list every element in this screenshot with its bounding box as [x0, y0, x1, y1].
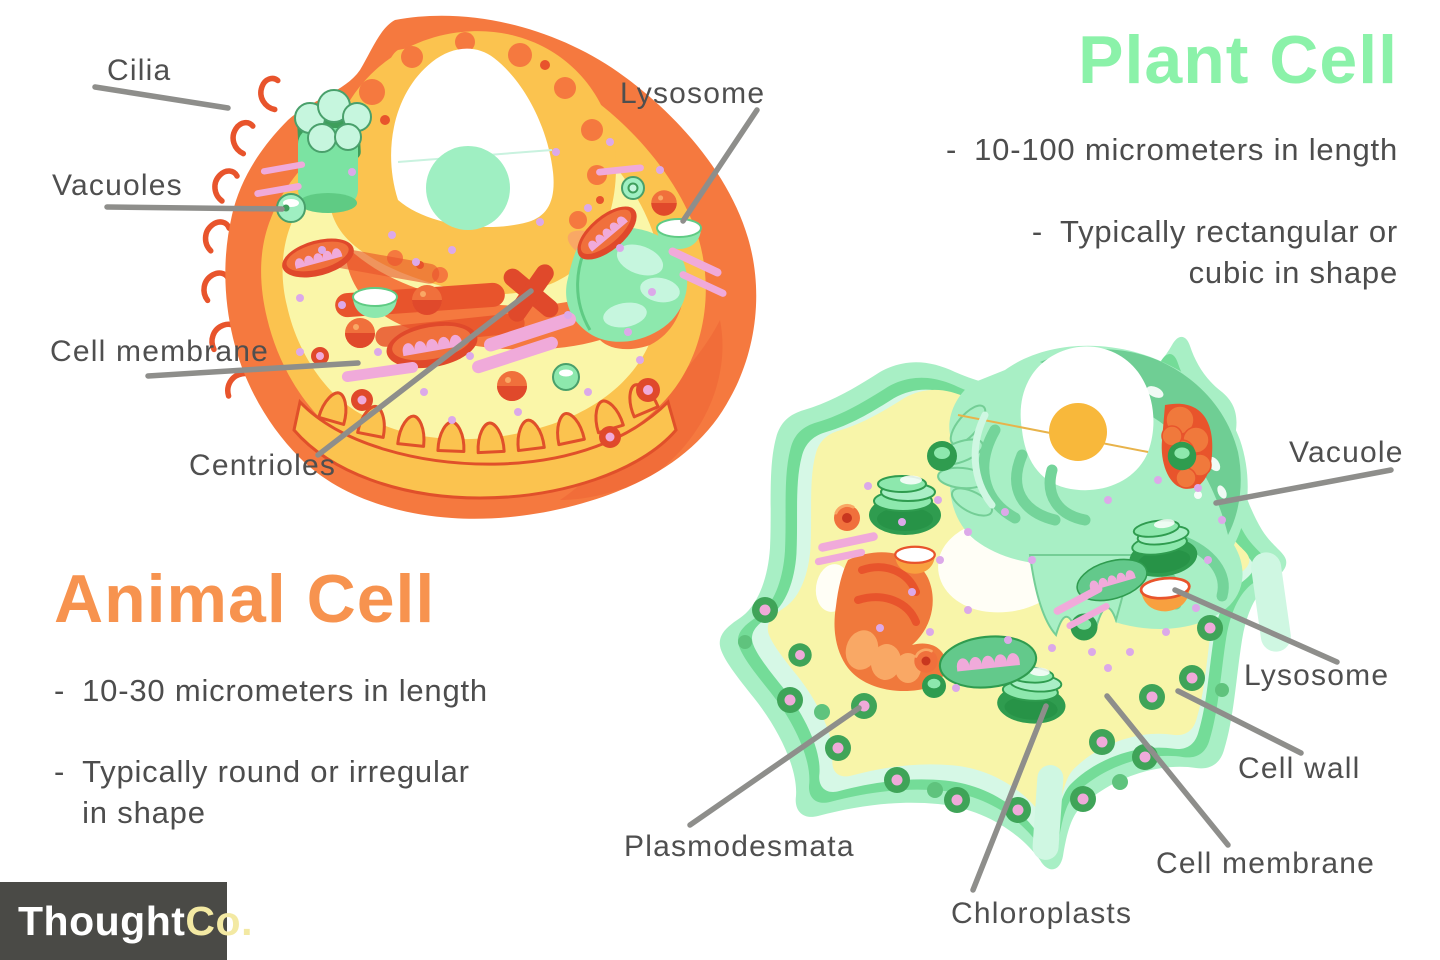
logo-text-primary: Thought [18, 897, 186, 944]
plant-fact-length: - 10-100 micrometers in length [946, 129, 1398, 170]
leader-chloroplasts [970, 703, 1049, 893]
leader-plant-lysosome [1172, 587, 1340, 665]
label-leader-lines [92, 84, 1394, 893]
animal-fact-length: - 10-30 micrometers in length [54, 670, 488, 711]
label-cilia: Cilia [107, 54, 172, 87]
animal-fact-shape-text: Typically round or irregular in shape [82, 754, 470, 830]
bullet-dash: - [54, 673, 66, 708]
plant-plasmodesmata-dots [738, 597, 1229, 823]
bullet-dash: - [54, 754, 66, 789]
bullet-dash: - [946, 132, 958, 167]
label-centrioles: Centrioles [189, 449, 337, 482]
plant-ribosome-dots [864, 476, 1226, 692]
label-vacuoles: Vacuoles [52, 169, 183, 202]
animal-golgi-apparatus [294, 89, 372, 213]
label-chloroplasts: Chloroplasts [951, 897, 1133, 930]
animal-cell-title: Animal Cell [54, 561, 436, 637]
plant-fact-length-text: 10-100 micrometers in length [974, 132, 1398, 167]
logo-text-secondary: Co. [185, 897, 253, 944]
leader-plant-vacuole [1213, 467, 1394, 506]
animal-fact-shape: - Typically round or irregular in shape [54, 751, 470, 833]
label-plant-lysosome: Lysosome [1244, 659, 1390, 692]
plant-cell-illustration [719, 336, 1291, 870]
label-plant-cell-membrane: Cell membrane [1156, 847, 1376, 880]
leader-plasmodesmata [687, 705, 862, 828]
leader-animal-lysosome [680, 107, 760, 224]
label-plant-vacuole: Vacuole [1289, 436, 1404, 469]
plant-fact-shape-text: Typically rectangular or cubic in shape [1060, 214, 1398, 290]
label-cell-wall: Cell wall [1238, 752, 1361, 785]
leader-cilia [92, 84, 231, 111]
plant-cell-title: Plant Cell [1078, 22, 1398, 98]
animal-ribosome-dots [296, 138, 664, 424]
animal-fact-length-text: 10-30 micrometers in length [82, 673, 488, 708]
leader-animal-cell-membrane [145, 360, 361, 379]
plant-nucleolus [1049, 403, 1107, 461]
animal-membrane-granules [311, 347, 660, 448]
leader-cell-wall [1175, 688, 1304, 756]
plant-fact-shape: - Typically rectangular or cubic in shap… [1032, 211, 1398, 293]
animal-small-vesicles [552, 176, 645, 391]
label-animal-cell-membrane: Cell membrane [50, 335, 270, 368]
label-plasmodesmata: Plasmodesmata [624, 830, 855, 863]
bullet-dash: - [1031, 214, 1044, 249]
leader-plant-cell-membrane [1104, 693, 1231, 848]
animal-nucleolus [426, 146, 510, 230]
label-animal-lysosome: Lysosome [620, 77, 766, 110]
leader-centrioles [315, 288, 534, 458]
leader-vacuoles [104, 204, 285, 212]
